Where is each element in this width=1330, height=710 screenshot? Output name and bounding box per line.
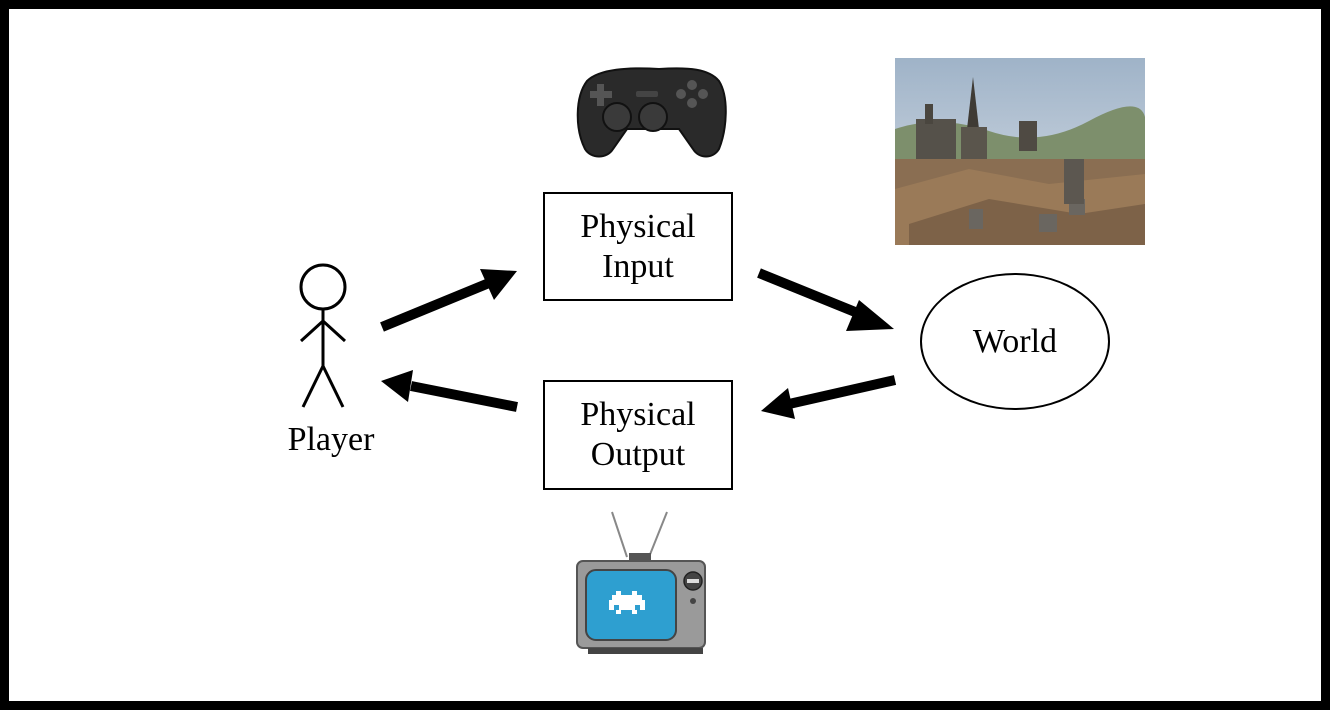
physical-input-box: Physical Input bbox=[543, 192, 733, 301]
world-label: World bbox=[972, 322, 1058, 360]
arrow-input-to-world bbox=[757, 268, 894, 331]
arrows-layer bbox=[299, 58, 1145, 654]
city-render-image bbox=[895, 58, 1145, 245]
physical-input-label-line1: Physical bbox=[580, 207, 696, 245]
arrow-world-to-output bbox=[761, 375, 897, 419]
gamepad-icon bbox=[576, 67, 727, 158]
retro-tv-icon bbox=[576, 511, 706, 654]
world-ellipse: World bbox=[920, 273, 1110, 410]
player-label: Player bbox=[287, 421, 375, 458]
physical-input-label-line2: Input bbox=[602, 247, 674, 285]
physical-output-label-line2: Output bbox=[590, 436, 686, 473]
physical-output-label-line1: Physical bbox=[580, 396, 696, 433]
arrow-player-to-input bbox=[380, 269, 517, 332]
physical-output-box: Physical Output bbox=[543, 380, 733, 490]
diagram-canvas: Physical Input Physical Output World Pla… bbox=[9, 9, 1321, 701]
arrow-output-to-player bbox=[381, 370, 518, 412]
player-stick-figure bbox=[299, 263, 347, 408]
